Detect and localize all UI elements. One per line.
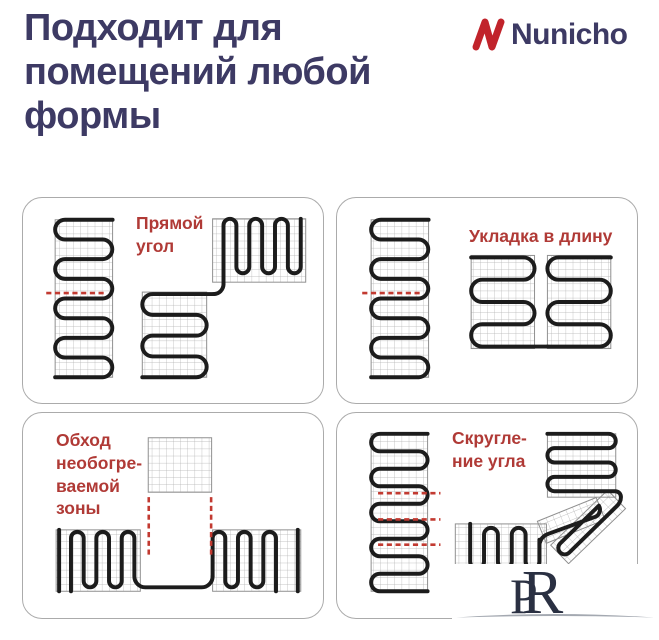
heating-mat-grid: [212, 529, 302, 592]
panel-label: Прямой угол: [136, 213, 204, 256]
panel-label: Укладка в длину: [469, 226, 613, 246]
brand-name: Nunicho: [511, 18, 628, 51]
panel-lengthwise: Укладка в длину: [336, 197, 638, 404]
heating-cable: [469, 255, 550, 349]
heating-cable: [369, 217, 431, 380]
heating-cable: [69, 529, 215, 594]
heating-cable: [545, 255, 613, 349]
heating-mat-grid: [370, 433, 429, 592]
panel-label: Скругле- ние угла: [452, 428, 527, 471]
nunicho-zigzag-icon: [472, 18, 505, 51]
lengthwise-diagram: [362, 217, 613, 380]
heating-cable: [369, 431, 430, 594]
bypass-zone-diagram: [55, 437, 302, 594]
heating-cable: [210, 529, 278, 594]
unheated-zone-grid: [147, 437, 213, 493]
heating-cable: [140, 292, 216, 380]
right-angle-diagram: [46, 216, 307, 380]
heating-mat-grid: [546, 433, 617, 498]
heating-cable: [221, 216, 303, 287]
rounded-corner-diagram: [369, 431, 627, 594]
brand-logo: Nunicho: [470, 16, 628, 54]
watermark-box: PR: [452, 559, 659, 640]
panel-right-angle: Прямой угол: [22, 197, 324, 404]
layout-examples-grid: Прямой угол Укладка в длину Обход необог…: [22, 197, 638, 619]
heating-cable: [211, 282, 226, 297]
panel-bypass-zone: Обход необогре- ваемой зоны: [22, 412, 324, 619]
page-title: Подходит для помещений любой формы: [24, 7, 371, 137]
heating-cable: [53, 217, 115, 380]
heating-cable: [537, 431, 623, 557]
panel-label: Обход необогре- ваемой зоны: [56, 430, 143, 519]
swoosh-underline: [456, 614, 654, 618]
